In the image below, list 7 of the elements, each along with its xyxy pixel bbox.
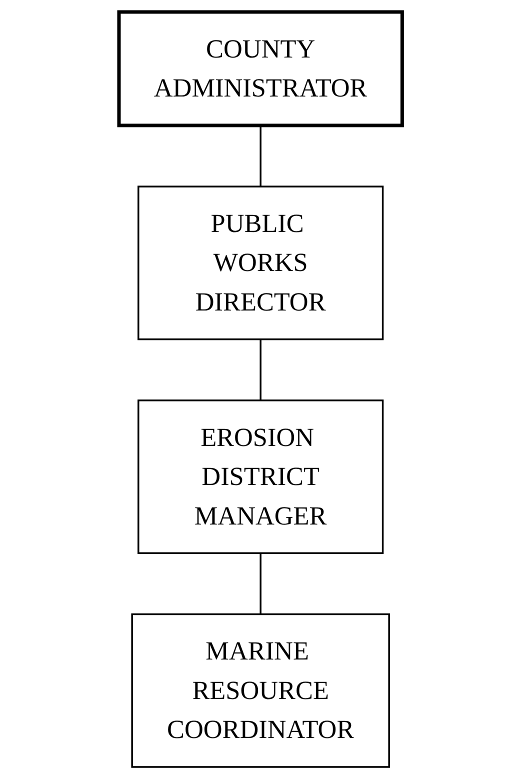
node-box: MARINE RESOURCE COORDINATOR — [131, 613, 390, 768]
connector — [260, 553, 262, 614]
node-box: COUNTY ADMINISTRATOR — [117, 10, 404, 128]
connector — [260, 339, 262, 400]
node-box: EROSION DISTRICT MANAGER — [137, 400, 384, 554]
node-box: PUBLIC WORKS DIRECTOR — [137, 186, 384, 340]
connector — [260, 125, 262, 187]
